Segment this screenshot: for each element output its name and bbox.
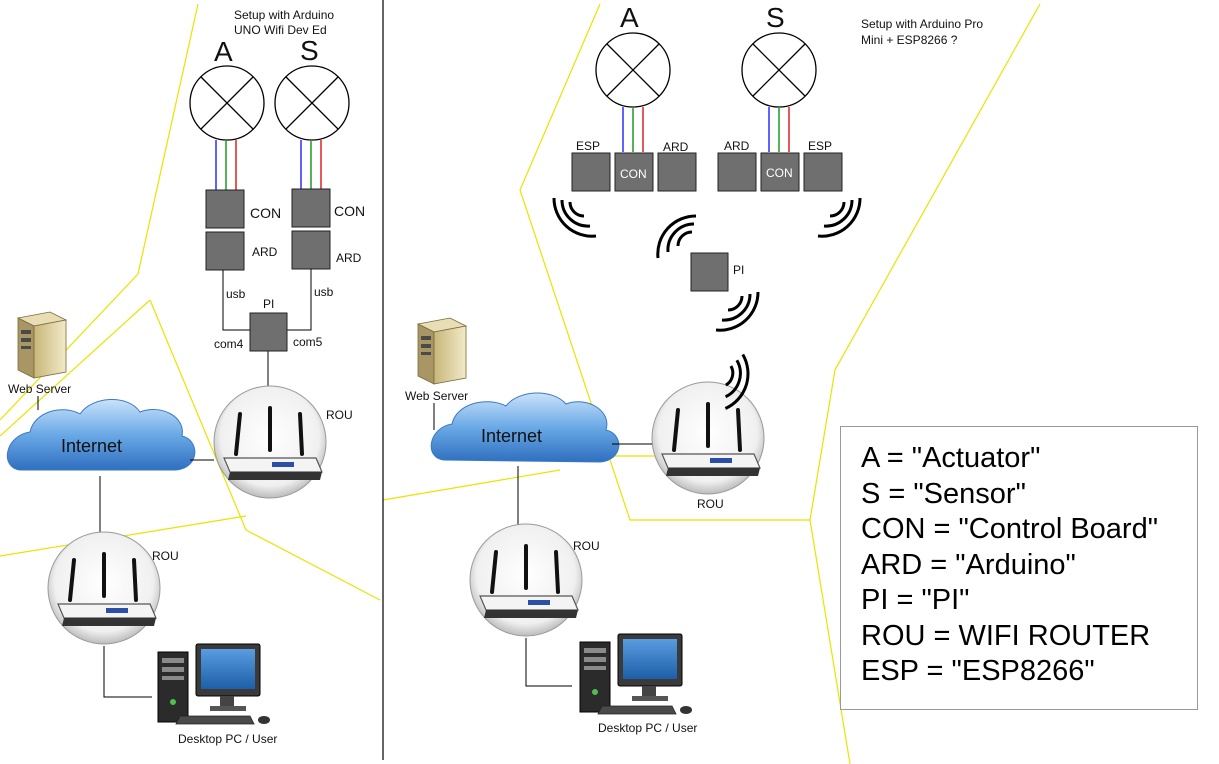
right-pc-cable: [525, 638, 572, 687]
legend-router: ROU = WIFI ROUTER: [861, 619, 1151, 652]
left-pi-label: PI: [263, 297, 274, 311]
wifi-icon: [714, 290, 760, 332]
left-com4-label: com4: [214, 337, 244, 351]
left-actuator-letter: A: [214, 36, 233, 67]
right-esp-label-2: ESP: [808, 139, 832, 153]
right-actuator-wires: [622, 107, 644, 152]
left-con-box-1: [205, 189, 245, 229]
left-internet-label: Internet: [61, 436, 122, 456]
legend-pi: PI = "PI": [861, 584, 970, 616]
left-desktop-label: Desktop PC / User: [178, 732, 277, 746]
right-router-wifi-label: ROU: [697, 497, 724, 511]
right-esp-box-1: [571, 152, 611, 192]
right-con-label-1: CON: [620, 167, 647, 181]
left-router-bottom-label: ROU: [152, 549, 179, 563]
wifi-icon: [656, 214, 698, 260]
right-ard-label-2: ARD: [724, 139, 750, 153]
right-router-wifi: [650, 380, 766, 496]
right-pi-box: [690, 252, 729, 292]
left-title-line2: UNO Wifi Dev Ed: [234, 23, 327, 37]
right-setup: Setup with Arduino Pro Mini + ESP8266 ? …: [405, 2, 983, 735]
left-sensor-letter: S: [300, 35, 319, 66]
left-pi-box: [249, 312, 288, 352]
left-setup: Setup with Arduino UNO Wifi Dev Ed A S C…: [6, 8, 365, 746]
left-router-top-label: ROU: [326, 408, 353, 422]
right-router-bottom-label: ROU: [573, 539, 600, 553]
wifi-icon: [552, 196, 598, 238]
left-actuator-wires: [215, 140, 237, 190]
right-pi-label: PI: [733, 263, 744, 277]
right-con-box-2: [760, 152, 800, 192]
right-sensor-lamp: [741, 32, 817, 108]
right-web-server-icon: [417, 317, 467, 385]
left-ard-box-2: [291, 230, 331, 270]
left-router-bottom: [46, 530, 162, 646]
right-esp-box-2: [803, 152, 843, 192]
left-web-server-icon: [17, 311, 67, 379]
left-pc-cable: [103, 646, 152, 698]
left-usb-label-2: usb: [314, 285, 334, 299]
right-title-line2: Mini + ESP8266 ?: [861, 33, 958, 47]
left-ard-label-1: ARD: [252, 245, 278, 259]
right-con-box-1: [614, 152, 654, 192]
right-con-label-2: CON: [766, 166, 793, 180]
left-sensor-lamp: [274, 65, 350, 141]
left-con-label-1: CON: [250, 205, 281, 221]
right-desktop-label: Desktop PC / User: [598, 721, 697, 735]
right-actuator-letter: A: [620, 2, 639, 33]
left-ard-box-1: [205, 231, 245, 271]
right-internet-label: Internet: [481, 426, 542, 446]
right-ard-box-2: [717, 152, 757, 192]
left-web-server-label: Web Server: [8, 382, 71, 396]
wifi-icon: [816, 196, 862, 238]
left-actuator-lamp: [189, 65, 265, 141]
left-com5-label: com5: [293, 335, 323, 349]
left-internet-cloud: Internet: [6, 399, 196, 471]
left-router-top: [212, 384, 328, 500]
right-ard-label-1: ARD: [663, 140, 689, 154]
legend-control-board: CON = "Control Board": [861, 513, 1159, 545]
left-title-line1: Setup with Arduino: [234, 8, 334, 22]
right-sensor-wires: [768, 107, 790, 152]
legend-box: A = "Actuator" S = "Sensor" CON = "Contr…: [840, 426, 1198, 710]
left-usb-label-1: usb: [226, 287, 246, 301]
left-con-box-2: [291, 188, 331, 228]
legend-esp: ESP = "ESP8266": [861, 655, 1095, 687]
right-sensor-letter: S: [766, 2, 785, 33]
left-desktop-pc-icon: [157, 643, 271, 725]
legend-actuator: A = "Actuator": [861, 442, 1041, 474]
right-desktop-pc-icon: [579, 633, 693, 715]
right-web-server-label: Web Server: [405, 389, 468, 403]
right-internet-cloud: Internet: [430, 392, 620, 463]
right-esp-label-1: ESP: [576, 139, 600, 153]
right-actuator-lamp: [595, 32, 671, 108]
legend-arduino: ARD = "Arduino": [861, 548, 1076, 581]
left-ard-label-2: ARD: [336, 251, 362, 265]
left-sensor-wires: [300, 140, 322, 189]
right-router-bottom: [468, 522, 584, 638]
legend-sensor: S = "Sensor": [861, 477, 1026, 510]
left-con-label-2: CON: [334, 203, 365, 219]
right-title-line1: Setup with Arduino Pro: [861, 17, 983, 31]
right-ard-box-1: [657, 152, 697, 192]
